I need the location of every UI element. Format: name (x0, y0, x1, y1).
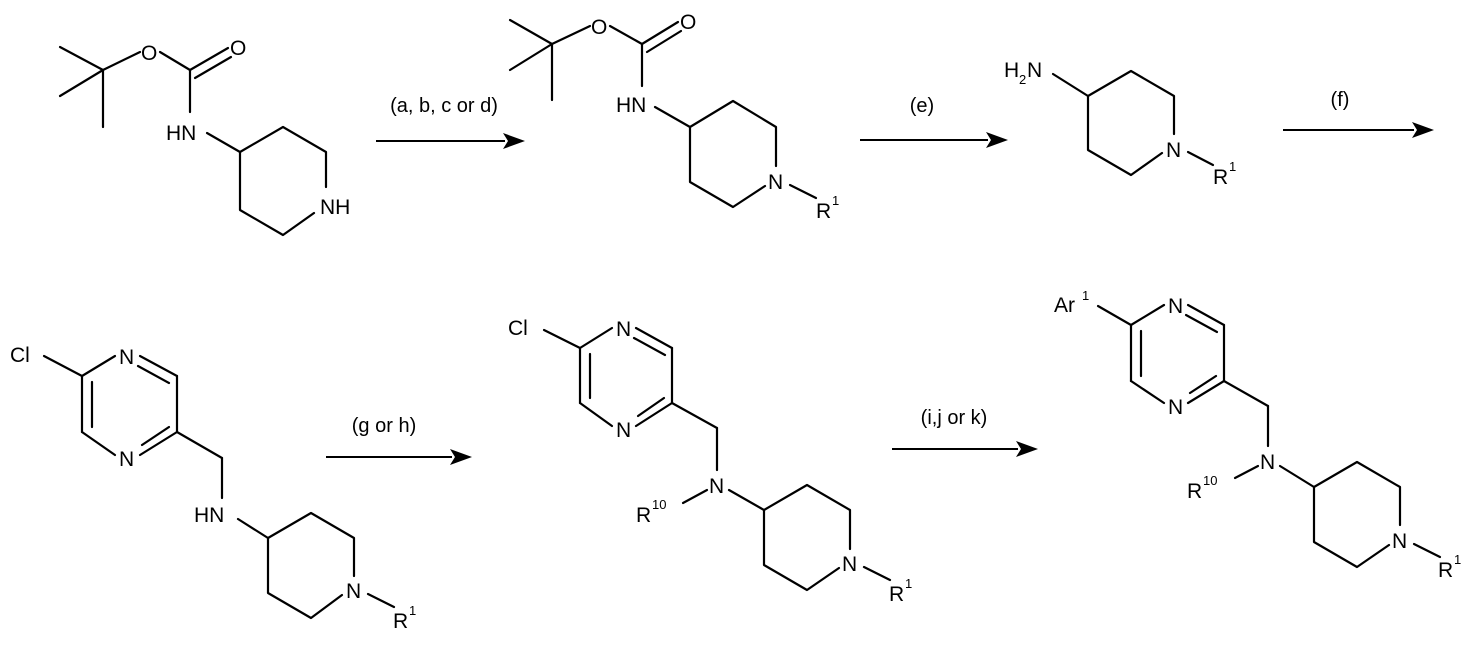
c2-r-label: R (816, 200, 831, 223)
c4-cl-label: Cl (10, 344, 30, 367)
compound-2-boc-n-substituted-piperidine: O O HN N R 1 (510, 11, 839, 223)
arrow-1: (a, b, c or d) (376, 95, 525, 149)
arrow-2-conditions: (e) (910, 95, 934, 117)
c6-amine-n-label: N (1260, 451, 1275, 474)
c6-r10-superscript: 10 (1203, 473, 1217, 488)
c2-n-label: N (768, 171, 783, 194)
compound-3-aminopiperidine: H 2 N N R 1 (1004, 59, 1236, 189)
c2-r-superscript: 1 (832, 193, 839, 208)
compound-1-boc-aminopiperidine: O O HN NH (60, 37, 350, 235)
c3-n-label: N (1166, 139, 1181, 162)
c6-r-label: R (1438, 559, 1453, 582)
c5-pyrazine-n2-label: N (616, 419, 631, 442)
arrow-5: (i,j or k) (892, 407, 1038, 457)
c3-r-superscript: 1 (1229, 159, 1236, 174)
c6-pyrazine-n2-label: N (1168, 396, 1183, 419)
c6-ar-label: Ar (1054, 294, 1075, 317)
compound-4-pyrazinylmethylamine: Cl N N HN N R 1 (10, 344, 416, 633)
c4-r-superscript: 1 (409, 603, 416, 618)
c5-n-label: N (842, 553, 857, 576)
arrow-5-conditions: (i,j or k) (921, 407, 988, 429)
arrow-4-conditions: (g or h) (352, 415, 416, 437)
c4-pyrazine-n1-label: N (119, 346, 134, 369)
c1-oxygen-carbonyl: O (230, 37, 246, 60)
c4-n-label: N (346, 580, 361, 603)
c5-r-label: R (889, 583, 904, 606)
compound-6-aryl-pyrazinylmethylamine: Ar 1 N N N R 10 N R 1 (1054, 288, 1461, 582)
c1-oxygen-ester: O (141, 42, 157, 65)
c4-r-label: R (393, 610, 408, 633)
arrow-1-conditions: (a, b, c or d) (390, 95, 498, 117)
c1-hn-label: HN (166, 122, 196, 145)
c3-r-label: R (1213, 166, 1228, 189)
c4-pyrazine-n2-label: N (119, 448, 134, 471)
arrow-2: (e) (860, 95, 1008, 148)
c6-r-superscript: 1 (1454, 552, 1461, 567)
c3-h-label: H (1004, 59, 1019, 82)
arrow-4: (g or h) (326, 415, 472, 465)
c5-r10-superscript: 10 (652, 497, 666, 512)
c6-r10-label: R (1187, 480, 1202, 503)
c4-hn-label: HN (194, 504, 224, 527)
c5-r10-label: R (636, 504, 651, 527)
c1-nh-label: NH (320, 196, 350, 219)
c3-h-subscript: 2 (1019, 72, 1026, 87)
c3-amine-n-label: N (1027, 59, 1042, 82)
c5-r-superscript: 1 (905, 576, 912, 591)
c2-hn-label: HN (616, 94, 646, 117)
c6-pyrazine-n1-label: N (1168, 295, 1183, 318)
compound-5-n-r10-pyrazinylmethylamine: Cl N N N R 10 N R 1 (508, 317, 912, 606)
c2-oxygen-carbonyl: O (680, 11, 696, 34)
c5-pyrazine-n1-label: N (616, 318, 631, 341)
c6-n-label: N (1392, 530, 1407, 553)
arrow-3-conditions: (f) (1331, 89, 1350, 111)
c6-ar-superscript: 1 (1082, 288, 1089, 303)
c5-cl-label: Cl (508, 317, 528, 340)
arrow-3: (f) (1283, 89, 1434, 138)
c2-oxygen-ester: O (591, 16, 607, 39)
c5-amine-n-label: N (709, 475, 724, 498)
